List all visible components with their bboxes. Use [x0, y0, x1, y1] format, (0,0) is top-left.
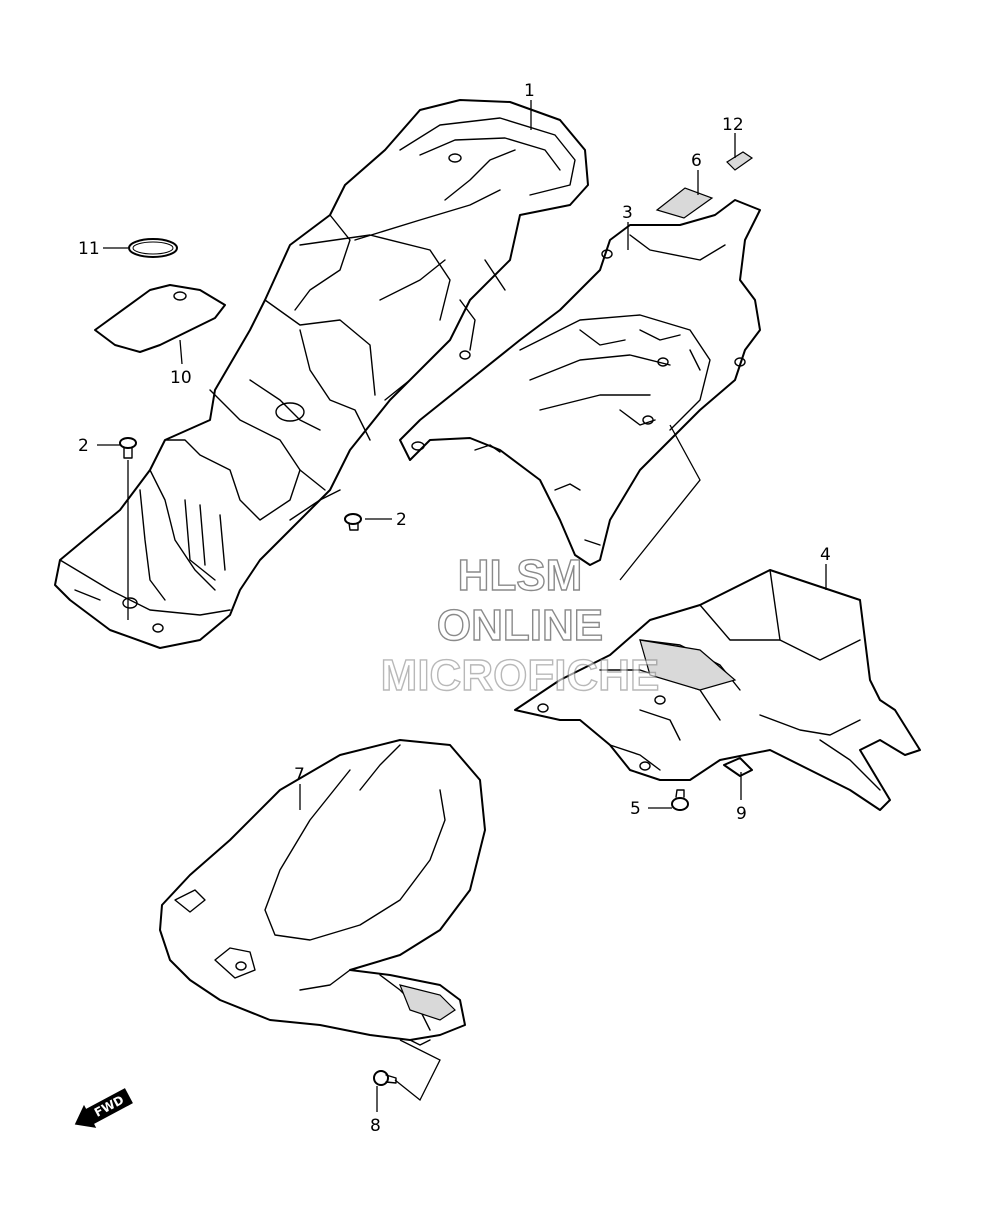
callout-labels: 1 2 2 3 4 5 6 7 8 9 10 11 12	[78, 81, 831, 1136]
leader-3-to-4	[619, 424, 701, 581]
callout-9: 9	[736, 804, 747, 824]
watermark-line-1: HLSM	[458, 551, 583, 600]
watermark: HLSM ONLINE MICROFICHE	[380, 550, 660, 700]
part-6-label	[655, 187, 714, 219]
part-12-pad	[726, 151, 754, 171]
bolt-8	[373, 1070, 397, 1086]
part-1-rear-fender	[54, 99, 589, 649]
part-10-cover	[94, 284, 226, 353]
callout-2-center: 2	[396, 510, 407, 530]
callout-3: 3	[622, 203, 633, 223]
callout-11: 11	[78, 239, 100, 259]
washer-9	[723, 757, 753, 777]
leader-7-to-8	[394, 1039, 441, 1102]
part-7-front-fender	[159, 739, 486, 1046]
callout-2-left: 2	[78, 436, 89, 456]
watermark-line-2: ONLINE	[437, 601, 603, 650]
part-4-rear-mudguard	[514, 569, 921, 811]
callout-4: 4	[820, 545, 831, 565]
callout-8: 8	[370, 1116, 381, 1136]
callout-6: 6	[691, 151, 702, 171]
screw-5	[671, 789, 689, 811]
callout-10: 10	[170, 368, 192, 388]
bolt-2-left	[119, 437, 137, 620]
part-3-inner-fender	[399, 199, 761, 566]
callout-1: 1	[524, 81, 535, 101]
callout-5: 5	[630, 799, 641, 819]
fwd-direction-arrow: FWD	[74, 1088, 133, 1128]
bolt-2-center	[344, 513, 362, 531]
callout-leaders	[97, 100, 827, 1112]
callout-7: 7	[294, 765, 305, 785]
watermark-line-3: MICROFICHE	[381, 651, 660, 700]
fwd-arrow-icon	[74, 1088, 133, 1128]
callout-12: 12	[722, 115, 744, 135]
